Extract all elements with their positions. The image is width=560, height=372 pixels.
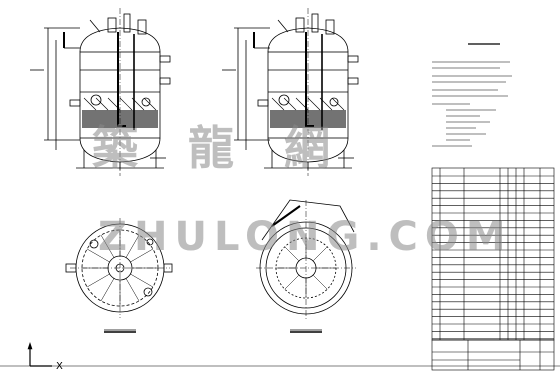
technical-notes-block <box>432 43 512 147</box>
elevation-view-left <box>30 8 171 176</box>
origin-axis-label: X <box>56 361 63 372</box>
parts-list-table <box>431 167 555 371</box>
plan-view-right <box>256 199 356 333</box>
elevation-view-right <box>222 8 359 176</box>
plan-view-left <box>65 218 173 333</box>
sheet-border <box>0 342 560 367</box>
